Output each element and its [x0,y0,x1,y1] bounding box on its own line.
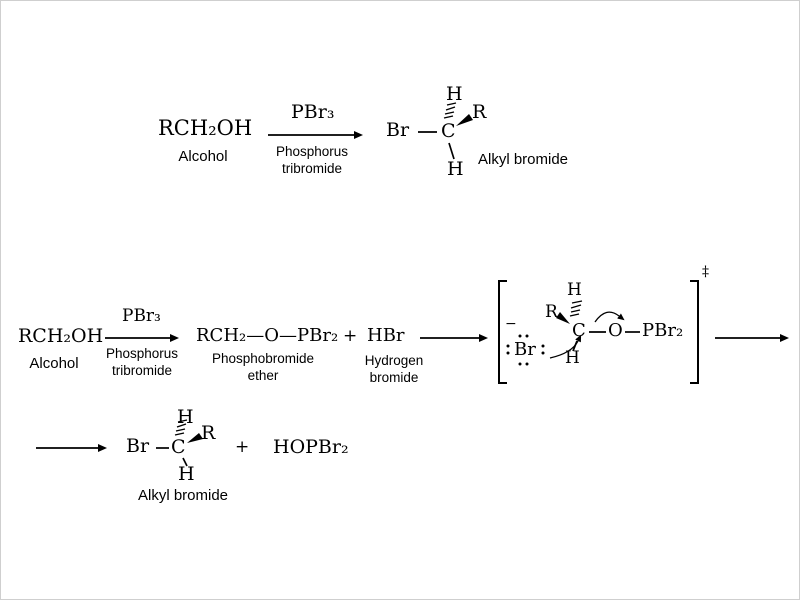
ts-c-atom: C [572,320,586,341]
mech-reactant-formula: RCH₂OH [18,325,104,347]
top-product-h-bottom-atom: H [447,158,464,180]
ts-h-top-atom: H [567,280,582,300]
hopbr2-formula: HOPBr₂ [273,436,349,458]
top-product-c-h-hash-bond [443,102,457,119]
ts-c-r-wedge [556,312,570,324]
ts-pbr2-group: PBr₂ [642,320,684,341]
ether-label-line1: Phosphobromide [211,351,315,366]
ts-c-h-hash-bond [569,300,583,317]
top-reagent-name-line2: tribromide [281,161,343,176]
ts-h-bottom-atom: H [565,348,580,368]
mech-reactant-label: Alcohol [29,355,79,372]
top-product-r-group: R [472,101,487,123]
ts-left-bracket [498,280,507,384]
product-h-top-atom: H [177,406,194,428]
top-product-br-atom: Br [386,119,410,141]
bromide-minus-charge: − [505,316,517,332]
plus-sign-1: + [343,326,358,346]
product-h-bottom-atom: H [178,463,195,485]
hbr-label-line1: Hydrogen [364,353,424,368]
plus-sign-2: + [235,437,250,457]
hbr-label-line2: bromide [369,370,419,385]
top-product-label: Alkyl bromide [478,151,569,168]
top-reagent-formula: PBr₃ [291,101,335,123]
ts-right-bracket [690,280,699,384]
hbr-formula: HBr [367,325,405,346]
double-dagger-symbol: ‡ [702,264,709,280]
top-reagent-name-line1: Phosphorus [275,144,349,159]
top-product-c-atom: C [441,120,456,142]
top-product-c-r-wedge [456,114,473,126]
top-reactant-formula: RCH₂OH [158,116,253,140]
product-r-group: R [201,422,216,444]
phosphobromide-ether-formula: RCH₂—O—PBr₂ [196,325,339,346]
product-c-atom: C [171,436,186,458]
top-product-h-top-atom: H [446,83,463,105]
mech-reagent-formula: PBr₃ [122,306,161,326]
ts-o-atom: O [608,320,623,341]
ts-bromide-atom: Br [514,339,536,360]
mech-reagent-name-line2: tribromide [111,363,173,378]
ether-label-line2: ether [247,368,279,383]
product-br-atom: Br [126,435,150,457]
ts-r-group: R [545,302,558,322]
product-label: Alkyl bromide [137,487,229,504]
mech-reagent-name-line1: Phosphorus [105,346,179,361]
top-product-c-h-bond [448,142,455,160]
top-reactant-label: Alcohol [178,148,228,165]
